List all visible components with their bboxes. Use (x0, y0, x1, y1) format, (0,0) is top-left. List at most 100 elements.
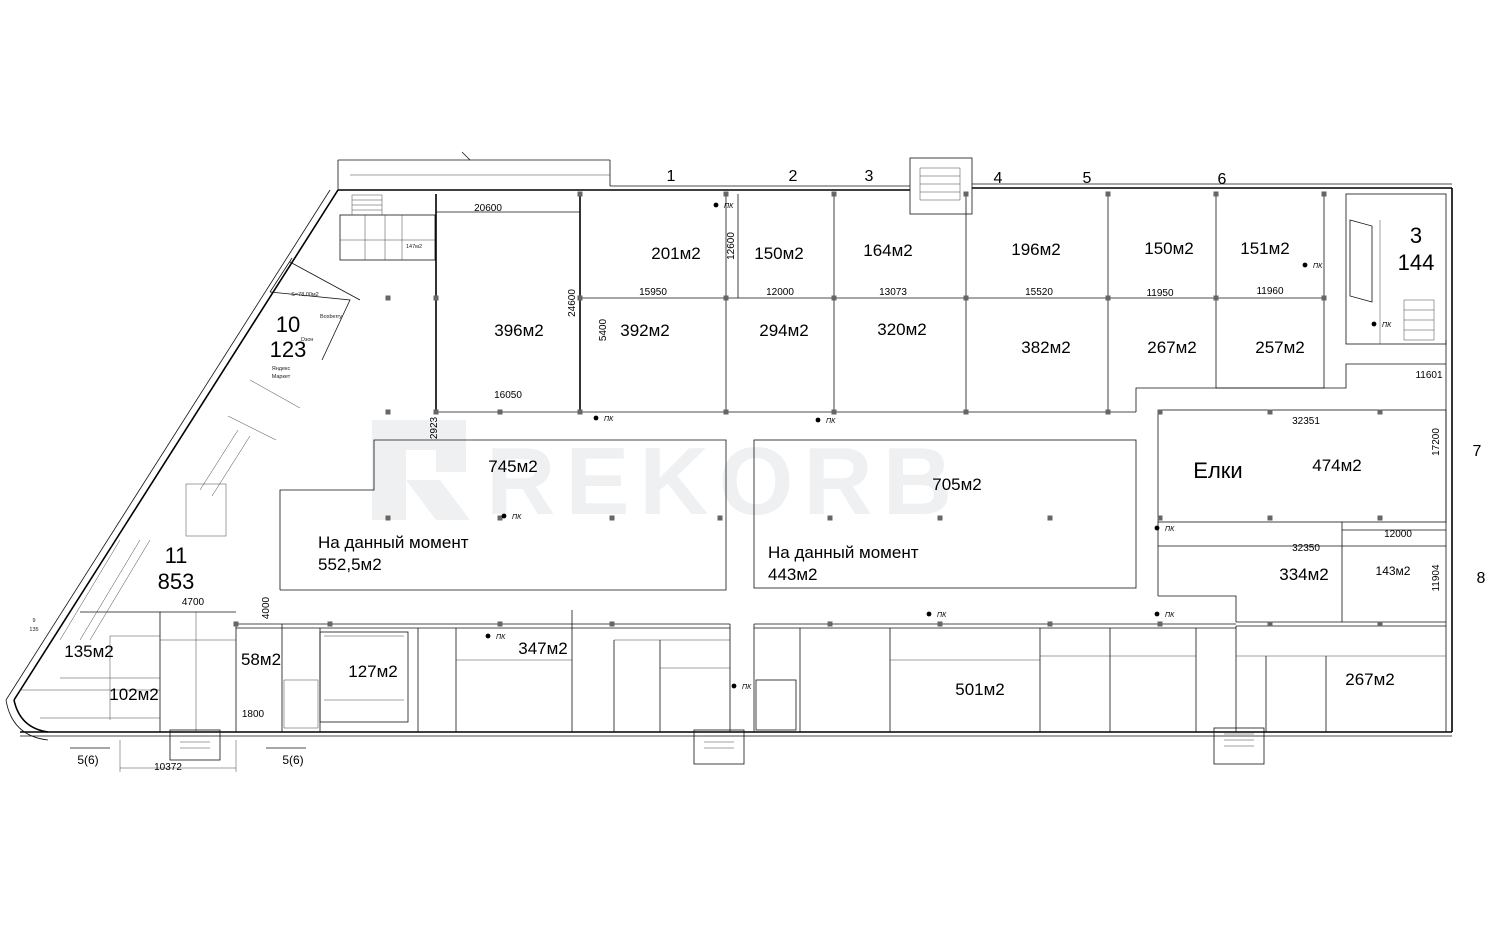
structural-column (827, 621, 833, 627)
unit-area-label: 334м2 (1279, 565, 1329, 584)
dimension-label: 11950 (1146, 288, 1174, 299)
section-marks: 5(6) 5(6) (77, 753, 303, 767)
structural-column (963, 191, 969, 197)
unit-area-label: 705м2 (932, 475, 982, 494)
hydrant-icon (485, 633, 491, 639)
structural-column (1105, 191, 1111, 197)
hydrant-icon (815, 417, 821, 423)
dimension-label: 20600 (474, 203, 502, 214)
unit-area-label: 196м2 (1011, 240, 1061, 259)
section-mark: 5(6) (77, 753, 98, 767)
dimension-label-vertical: 24600 (567, 289, 578, 317)
columns (233, 191, 1383, 627)
north-units (339, 157, 1447, 413)
structural-column (1321, 191, 1327, 197)
structural-column (577, 409, 583, 415)
dimension-label: 12000 (766, 287, 794, 298)
structural-column (385, 515, 391, 521)
structural-column (723, 295, 729, 301)
structural-column (1267, 515, 1273, 521)
unit-area-label: 294м2 (759, 321, 809, 340)
note-label: 552,5м2 (318, 555, 382, 574)
fire-hydrant-label: ПК (724, 203, 734, 210)
dimension-label: 15520 (1025, 287, 1053, 298)
structural-column (385, 295, 391, 301)
structural-column (327, 621, 333, 627)
grid-axis-number: 6 (1218, 171, 1227, 188)
dimension-label: 16050 (494, 390, 522, 401)
structural-column (1377, 409, 1383, 415)
structural-column (609, 515, 615, 521)
structural-column (963, 409, 969, 415)
unit-area-label: 58м2 (241, 650, 281, 669)
hydrant-icon (731, 683, 737, 689)
structural-column (1377, 621, 1383, 627)
structural-column (1377, 515, 1383, 521)
hydrant-icon (1154, 525, 1160, 531)
structural-column (1321, 295, 1327, 301)
tenant-small-label: 147м2 (406, 244, 422, 250)
grid-axis-number: 7 (1473, 443, 1482, 460)
unit-area-label: 127м2 (348, 662, 398, 681)
dimension-label: 13073 (879, 287, 907, 298)
structural-column (1267, 409, 1273, 415)
zone-label: 3 (1410, 223, 1422, 248)
tenant-small-label: Яндекс (272, 366, 291, 372)
structural-column (1105, 295, 1111, 301)
unit-area-label: 501м2 (955, 680, 1005, 699)
fire-hydrant-label: ПК (512, 514, 522, 521)
section-mark: 5(6) (282, 753, 303, 767)
structural-column (1105, 409, 1111, 415)
structural-column (433, 409, 439, 415)
hydrant-icon (1302, 262, 1308, 268)
watermark: REKORB (372, 420, 962, 535)
zone-label: 11 (165, 543, 188, 568)
structural-column (497, 515, 503, 521)
structural-column (831, 295, 837, 301)
unit-area-label: 347м2 (518, 639, 568, 658)
dimension-label: 11601 (1415, 370, 1443, 381)
unit-area-label: 745м2 (488, 457, 538, 476)
fire-hydrant-label: ПК (826, 418, 836, 425)
structural-column (577, 191, 583, 197)
hydrant-icon (1154, 611, 1160, 617)
unit-area-label: 150м2 (754, 244, 804, 263)
dimension-label-vertical: 4000 (261, 596, 272, 619)
hydrant-icon (713, 202, 719, 208)
zone-label: 10 (276, 312, 300, 337)
zone-label: 123 (270, 337, 307, 362)
tenant-small-label: Boxberry (320, 314, 342, 320)
structural-column (827, 515, 833, 521)
dimension-label: 32351 (1292, 416, 1320, 427)
unit-area-label: 135м2 (64, 642, 114, 661)
tenant-small-label: Озон (301, 337, 314, 343)
tenant-elki-label: Елки (1193, 458, 1242, 483)
dimension-label: 32350 (1292, 543, 1320, 554)
unit-area-label: 396м2 (494, 321, 544, 340)
tenant-small-label: S=78,00м2 (291, 292, 318, 298)
unit-area-label: 143м2 (1376, 564, 1411, 578)
structural-column (577, 295, 583, 301)
grid-axis-number: 3 (865, 168, 874, 185)
watermark-text: REKORB (486, 428, 962, 535)
structural-column (433, 295, 439, 301)
structural-column (717, 515, 723, 521)
structural-column (1157, 515, 1163, 521)
tenant-small-label: 9 (32, 618, 35, 624)
tenant-small-label: Маркет (272, 374, 291, 380)
tenant-small-label: 135 (29, 627, 38, 633)
dimension-label: 10372 (154, 762, 182, 773)
unit-area-label: 150м2 (1144, 239, 1194, 258)
middle-units (279, 409, 1447, 622)
dimension-label-vertical: 5400 (598, 318, 609, 341)
hydrant-icon (926, 611, 932, 617)
structural-column (1213, 191, 1219, 197)
dimension-label: 4700 (182, 597, 205, 608)
grid-axis-number: 2 (789, 168, 798, 185)
dimension-label: 12000 (1384, 529, 1412, 540)
